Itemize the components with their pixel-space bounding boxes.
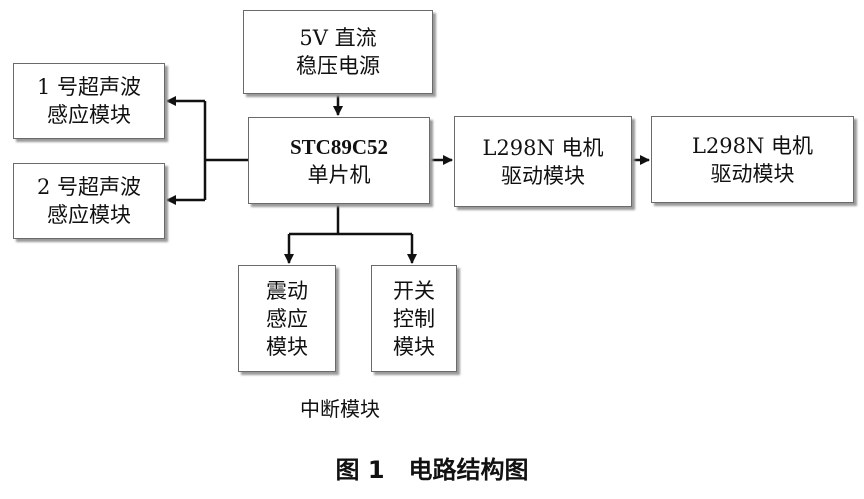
switch-label-line2: 控制 — [393, 306, 435, 331]
vibration-label-line2: 感应 — [266, 306, 308, 331]
switch-label-line3: 模块 — [393, 334, 435, 359]
driver1-label-line2: 驱动模块 — [501, 163, 585, 188]
mcu-label-line1: STC89C52 — [289, 134, 389, 159]
ultrasonic-sensor-2-block: 2 号超声波 感应模块 — [13, 163, 165, 239]
driver2-label-line2: 驱动模块 — [710, 161, 795, 186]
switch-control-block: 开关 控制 模块 — [371, 265, 457, 372]
power-label-line1: 5V 直流 — [299, 26, 377, 50]
vibration-label-line1: 震动 — [266, 278, 308, 303]
driver2-label-line1: L298N 电机 — [691, 133, 814, 158]
interrupt-module-label: 中断模块 — [300, 397, 380, 421]
ultrasonic-sensor-1-block: 1 号超声波 感应模块 — [13, 63, 165, 139]
vibration-label-line3: 模块 — [266, 334, 308, 359]
ultrasonic1-label-line1: 1 号超声波 — [36, 75, 142, 99]
motor-driver-1-block: L298N 电机 驱动模块 — [454, 116, 632, 207]
vibration-sensor-block: 震动 感应 模块 — [238, 265, 336, 372]
ultrasonic1-label-line2: 感应模块 — [47, 103, 131, 127]
mcu-block: STC89C52 单片机 — [248, 117, 430, 204]
switch-label-line1: 开关 — [393, 278, 435, 303]
motor-driver-2-block: L298N 电机 驱动模块 — [651, 116, 854, 203]
mcu-label-line2: 单片机 — [307, 162, 371, 187]
figure-caption: 图 1 电路结构图 — [335, 456, 529, 484]
power-supply-block: 5V 直流 稳压电源 — [243, 10, 433, 94]
power-label-line2: 稳压电源 — [296, 54, 380, 78]
driver1-label-line1: L298N 电机 — [482, 135, 604, 160]
ultrasonic2-label-line1: 2 号超声波 — [36, 175, 142, 199]
ultrasonic2-label-line2: 感应模块 — [47, 203, 131, 227]
